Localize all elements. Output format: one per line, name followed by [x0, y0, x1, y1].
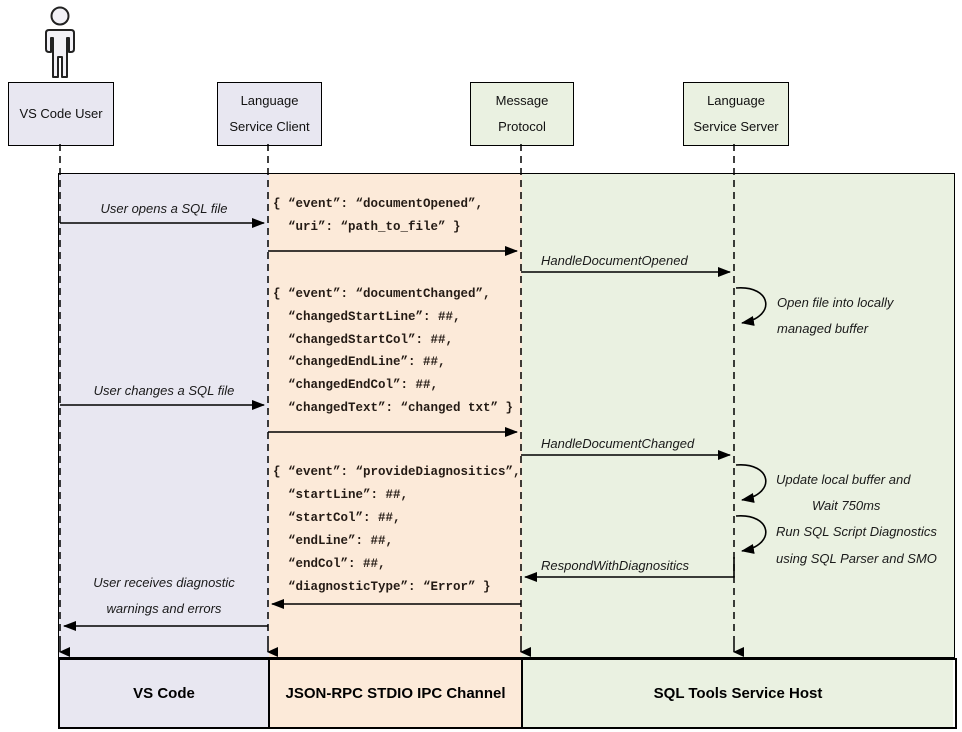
bottom-lane-vscode: VS Code: [60, 660, 270, 727]
person-icon: [45, 6, 75, 78]
actor-box-language-service-client: Language Service Client: [217, 82, 322, 146]
json-document-opened-line: { “event”: “documentOpened”,: [273, 197, 484, 211]
bottom-lane-row: VS Code JSON-RPC STDIO IPC Channel SQL T…: [58, 658, 957, 729]
actor-label: VS Code User: [19, 106, 103, 121]
note-update-buffer-line1: Update local buffer and: [776, 472, 911, 487]
actor-label-line1: Language: [240, 93, 299, 108]
note-run-diagnostics-line2: using SQL Parser and SMO: [776, 551, 937, 566]
label-handle-document-opened: HandleDocumentOpened: [541, 253, 688, 268]
note-update-buffer-line2: Wait 750ms: [812, 498, 881, 513]
actor-box-language-service-server: Language Service Server: [683, 82, 789, 146]
label-user-receives-line2: warnings and errors: [106, 601, 222, 616]
actor-label-line2: Service Server: [693, 119, 779, 134]
json-provide-diagnostics-line: “startCol”: ##,: [273, 511, 401, 525]
bottom-lane-ipc-channel: JSON-RPC STDIO IPC Channel: [270, 660, 523, 727]
json-document-changed-line: { “event”: “documentChanged”,: [273, 287, 491, 301]
actor-box-vscode-user: VS Code User: [8, 82, 114, 146]
json-provide-diagnostics-line: { “event”: “provideDiagnositics”,: [273, 465, 521, 479]
json-document-changed-line: “changedText”: “changed txt” }: [273, 401, 514, 415]
lane-ipc-channel: [269, 174, 522, 657]
json-provide-diagnostics-line: “endCol”: ##,: [273, 557, 386, 571]
label-user-changes-file: User changes a SQL file: [93, 383, 235, 398]
json-document-changed-line: “changedStartCol”: ##,: [273, 333, 454, 347]
actor-label-line2: Service Client: [229, 119, 310, 134]
actor-box-message-protocol: Message Protocol: [470, 82, 574, 146]
actor-label-line2: Protocol: [498, 119, 546, 134]
label-user-opens-file: User opens a SQL file: [100, 201, 228, 216]
json-document-opened-line: “uri”: “path_to_file” }: [273, 220, 461, 234]
json-document-changed-line: “changedStartLine”: ##,: [273, 310, 461, 324]
note-open-buffer-line2: managed buffer: [777, 321, 869, 336]
label-handle-document-changed: HandleDocumentChanged: [541, 436, 695, 451]
actor-label-line1: Language: [707, 93, 765, 108]
lane-service-host: [522, 174, 954, 657]
json-provide-diagnostics-line: “diagnosticType”: “Error” }: [273, 580, 491, 594]
json-provide-diagnostics-line: “startLine”: ##,: [273, 488, 409, 502]
note-open-buffer-line1: Open file into locally: [777, 295, 894, 310]
json-document-changed-line: “changedEndLine”: ##,: [273, 355, 446, 369]
json-provide-diagnostics-line: “endLine”: ##,: [273, 534, 394, 548]
lane-vscode: [59, 174, 269, 657]
swimlane-area: [58, 173, 955, 658]
bottom-lane-service-host: SQL Tools Service Host: [523, 660, 953, 727]
label-respond-with-diagnostics: RespondWithDiagnositics: [541, 558, 690, 573]
note-run-diagnostics-line1: Run SQL Script Diagnostics: [776, 524, 937, 539]
bottom-lane-label: JSON-RPC STDIO IPC Channel: [285, 685, 506, 702]
label-user-receives-line1: User receives diagnostic: [93, 575, 235, 590]
actor-label-line1: Message: [495, 93, 549, 108]
bottom-lane-label: SQL Tools Service Host: [653, 685, 823, 702]
json-document-changed-line: “changedEndCol”: ##,: [273, 378, 439, 392]
bottom-lane-label: VS Code: [133, 685, 195, 702]
